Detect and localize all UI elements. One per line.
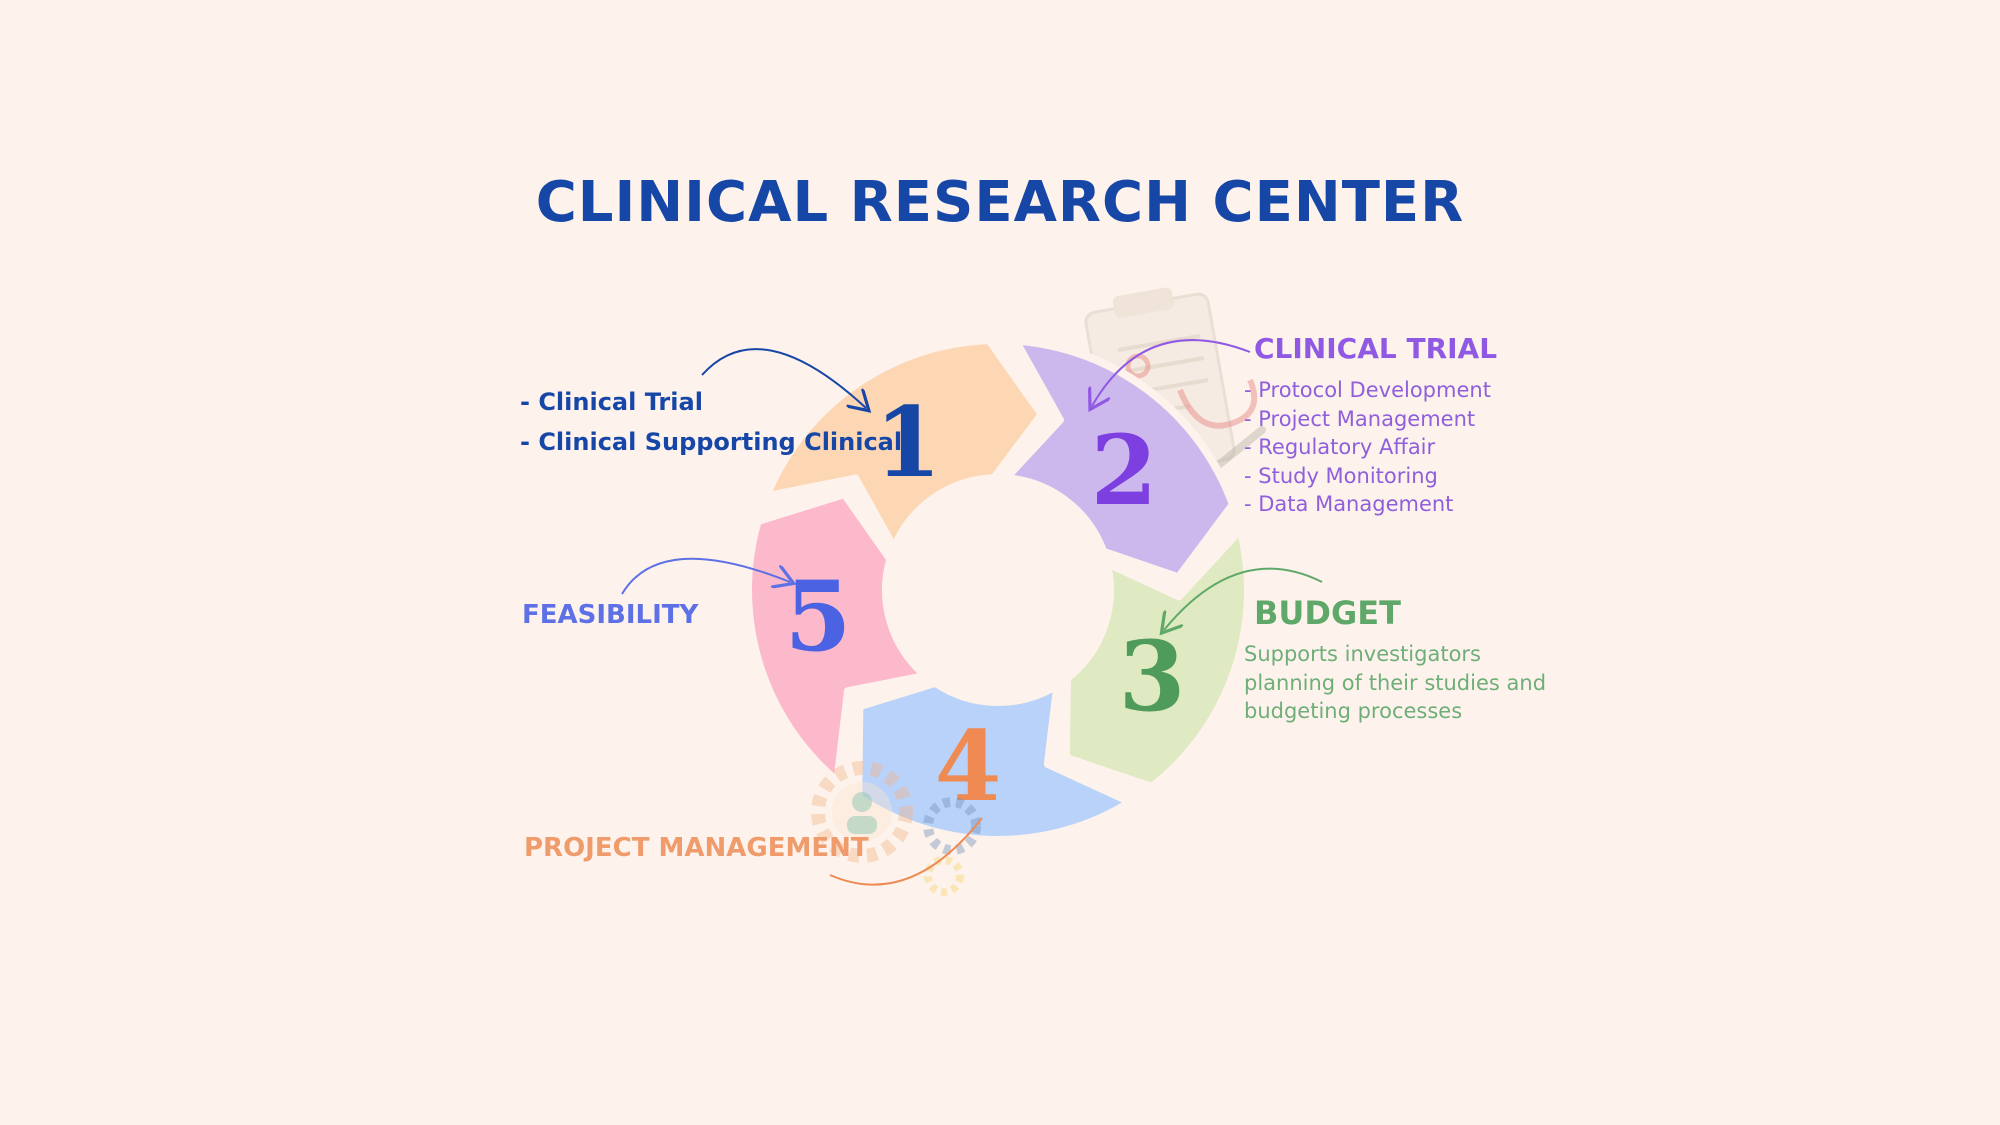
segment-number-5: 5 [785,560,852,673]
arrow-to-stage-1 [701,348,866,408]
stage-1-item: - Clinical Trial [520,388,703,416]
segment-number-2: 2 [1091,414,1158,527]
list-item: - Study Monitoring [1244,463,1438,488]
arrow-to-stage-5 [621,557,790,595]
budget-heading: BUDGET [1254,594,1401,632]
segment-number-3: 3 [1119,620,1186,733]
feasibility-heading: FEASIBILITY [522,600,699,630]
list-item: - Regulatory Affair [1244,435,1436,459]
segment-number-4: 4 [935,710,1002,823]
stage-1-item: - Clinical Supporting Clinical [520,428,903,456]
person-icon [847,792,877,834]
arrow-to-stage-3 [1164,567,1323,630]
list-item: - Data Management [1244,492,1454,516]
project-management-heading: PROJECT MANAGEMENT [524,833,869,863]
cycle-segment-2 [1001,336,1237,582]
cycle-segment-1 [762,336,1046,553]
page-title: CLINICAL RESEARCH CENTER [535,170,1465,235]
clinical-trial-heading: CLINICAL TRIAL [1254,332,1498,365]
arrow-to-stage-2 [1092,339,1251,406]
cycle-segment-4 [854,678,1135,844]
stage-1-list: - Clinical Trial - Clinical Supporting C… [520,382,902,462]
list-item: - Project Management [1244,406,1476,431]
arrow-to-stage-4 [829,817,983,886]
clinical-trial-list: - Protocol Development - Project Managem… [1244,376,1491,519]
budget-description: Supports investigators planning of their… [1244,642,1547,723]
segment-number-1: 1 [875,386,942,499]
list-item: - Protocol Development [1244,378,1491,402]
